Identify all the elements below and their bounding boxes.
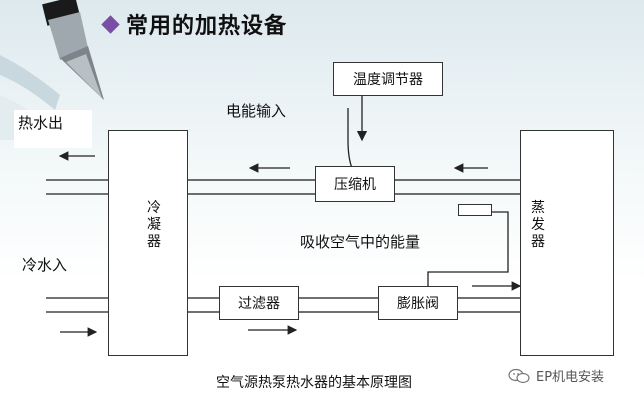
compressor-label: 压缩机	[334, 177, 376, 193]
watermark: EP机电安装	[508, 366, 604, 385]
filter-box: 过滤器	[219, 286, 299, 320]
filter-label: 过滤器	[238, 296, 280, 312]
expansion-valve-box: 膨胀阀	[378, 286, 458, 320]
cold-water-in-label: 冷水入	[22, 256, 68, 274]
absorb-energy-label: 吸收空气中的能量	[300, 233, 421, 251]
condenser-label: 冷凝器	[147, 200, 161, 250]
evaporator-label: 蒸发器	[531, 200, 545, 250]
sensor-bulb	[458, 204, 492, 216]
temp-controller-box: 温度调节器	[333, 62, 443, 96]
page-title-text: 常用的加热设备	[126, 14, 288, 39]
evaporator-box	[520, 130, 614, 356]
expansion-valve-label: 膨胀阀	[397, 296, 439, 312]
watermark-text: EP机电安装	[536, 370, 605, 385]
hot-water-out-label: 热水出	[14, 110, 92, 148]
condenser-box	[108, 130, 188, 356]
wechat-icon	[508, 368, 530, 383]
power-input-label: 电能输入	[226, 102, 287, 120]
diagram-caption: 空气源热泵热水器的基本原理图	[216, 375, 412, 391]
temp-controller-label: 温度调节器	[353, 72, 423, 88]
compressor-box: 压缩机	[315, 166, 395, 202]
page-title: 常用的加热设备	[101, 8, 288, 40]
